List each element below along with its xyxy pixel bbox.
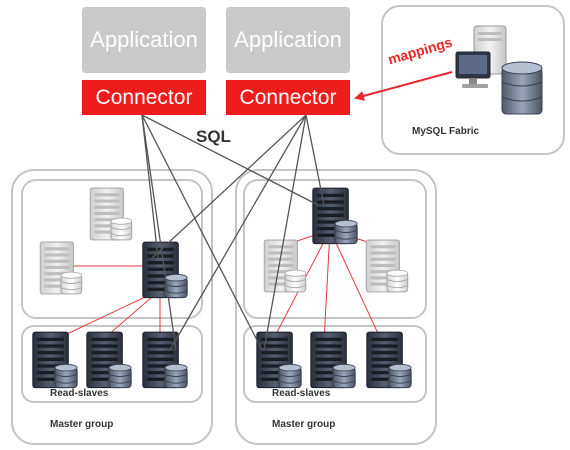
mappings-arrow (354, 71, 453, 101)
server-read-slave-icon (310, 331, 356, 389)
server-read-slave-icon (366, 331, 412, 389)
server-read-slave-icon (142, 331, 188, 389)
connector-box-2: Connector (226, 80, 350, 115)
server-read-slave-icon (256, 331, 302, 389)
master-group-label-2: Master group (272, 419, 336, 430)
master-group-label-1: Master group (50, 419, 114, 430)
application-box-2: Application (226, 7, 350, 73)
read-slaves-label-1: Read-slaves (50, 388, 109, 399)
sql-label: SQL (196, 127, 231, 146)
read-slaves-label-2: Read-slaves (272, 388, 331, 399)
server-standby-icon (39, 241, 83, 295)
fabric-computer-icon (455, 25, 507, 88)
mysql-fabric-label: MySQL Fabric (412, 126, 480, 137)
master-group-2-outline (235, 169, 437, 445)
master-group-1-outline (11, 169, 213, 445)
application-box-1: Application (82, 7, 206, 73)
server-read-slave-icon (86, 331, 132, 389)
server-standby-icon (263, 239, 307, 293)
server-standby-icon (365, 239, 409, 293)
fabric-database-icon (501, 61, 543, 115)
server-read-slave-icon (32, 331, 78, 389)
sql-lines (141, 114, 325, 351)
connector-box-1: Connector (82, 80, 206, 115)
server-standby-icon (89, 187, 133, 241)
server-master-icon (312, 187, 358, 245)
